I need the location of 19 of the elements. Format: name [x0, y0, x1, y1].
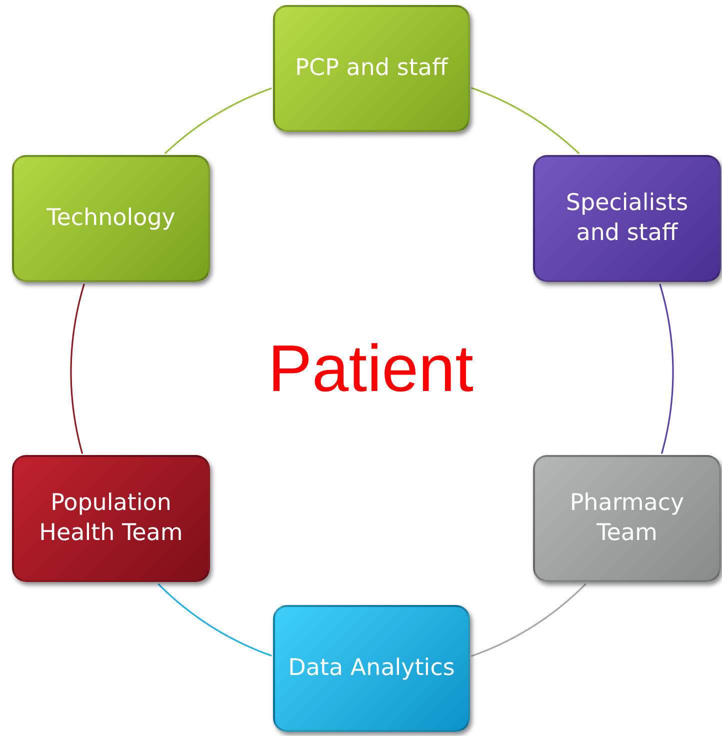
team-box [273, 5, 470, 132]
connector-arc [659, 284, 674, 454]
connector-arc [470, 87, 580, 154]
center-label: Patient [268, 330, 474, 406]
connector-arc [70, 284, 85, 454]
team-label: Technology [46, 204, 176, 233]
team-label: Specialists and staff [564, 188, 690, 248]
team-box [533, 455, 721, 582]
team-box [12, 155, 210, 282]
team-box [12, 455, 210, 582]
team-label: Data Analytics [287, 654, 456, 683]
team-label: Population Health Team [38, 488, 184, 548]
team-box [533, 155, 721, 282]
team-label: Pharmacy Team [568, 488, 686, 548]
connector-arc [470, 583, 586, 657]
team-box [273, 605, 470, 732]
team-label: PCP and staff [294, 54, 450, 83]
connector-arc [158, 583, 272, 656]
connector-arc [164, 88, 272, 154]
